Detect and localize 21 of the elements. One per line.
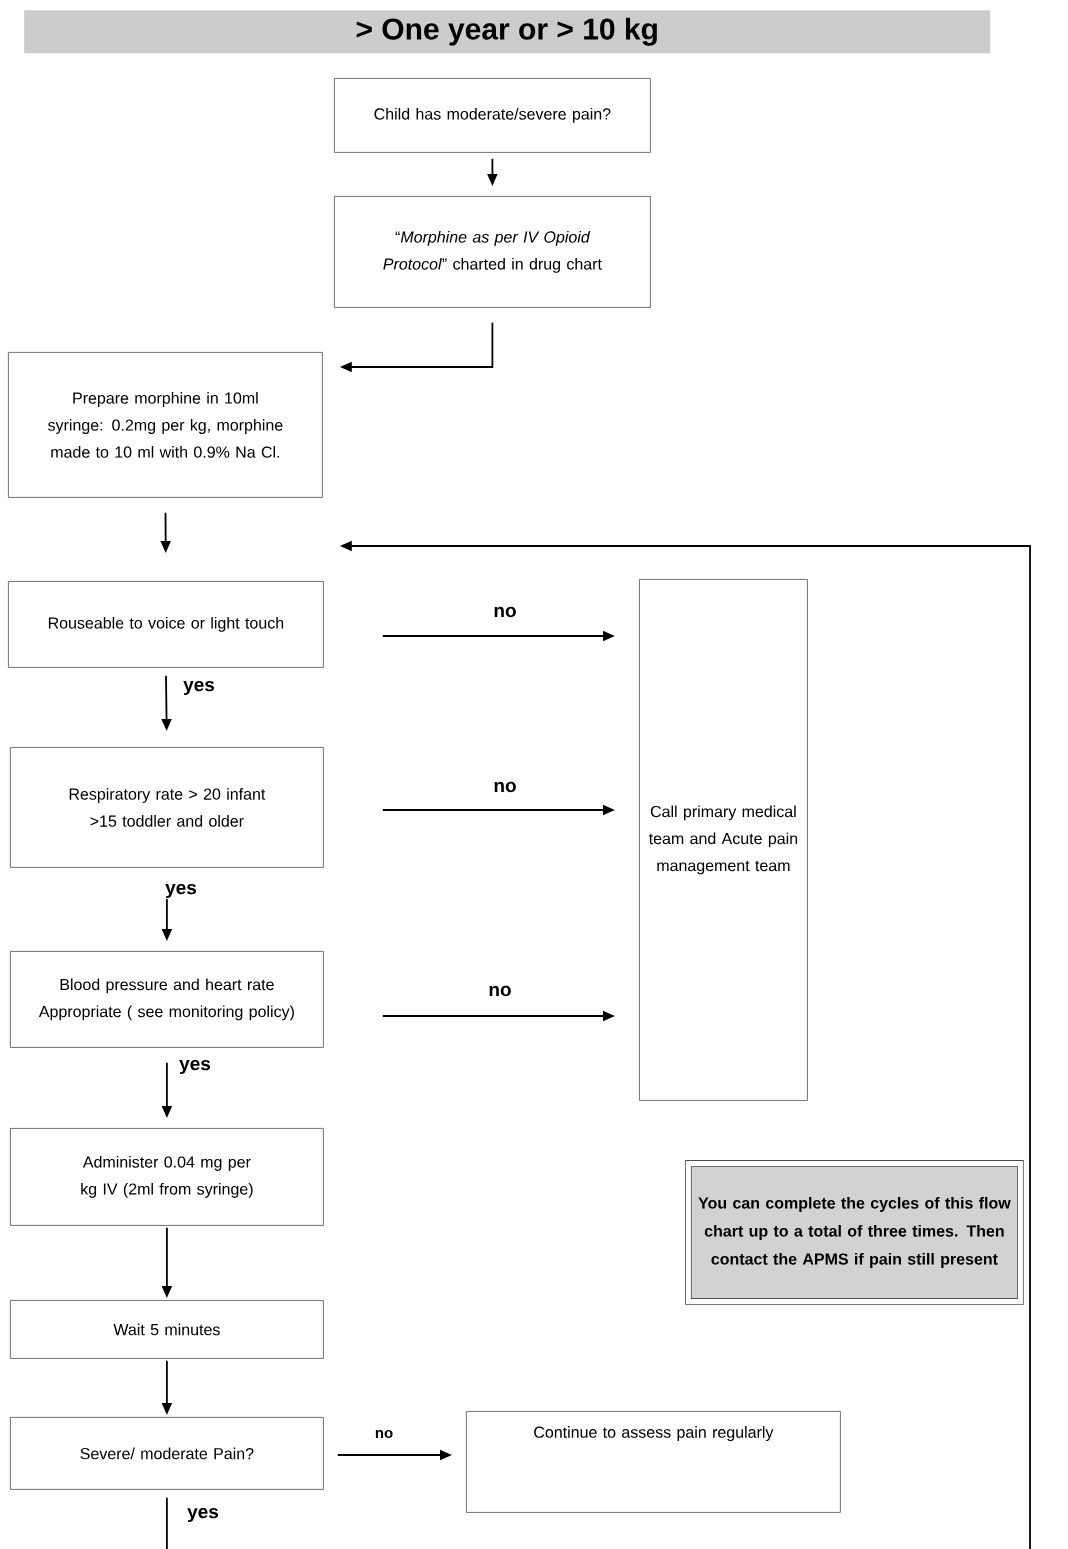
edge-label: no — [373, 1428, 395, 1440]
process-box: Continue to assess pain regularly — [466, 1411, 841, 1513]
process-box: Respiratory rate > 20 infant >15 toddler and older — [10, 747, 324, 868]
note-box: You can complete the cycles of this flow chart up to a total of three times. Then contact the APMS if pain still present — [685, 1160, 1024, 1305]
process-box: Child has moderate/severe pain? — [334, 78, 651, 153]
process-box: Call primary medical team and Acute pain management team — [639, 579, 808, 1101]
edge-label: no — [487, 984, 513, 998]
title-band: > One year or > 10 kg — [24, 10, 991, 54]
process-box: Blood pressure and heart rate Appropriate ( see monitoring policy) — [10, 951, 324, 1048]
edge-label: no — [492, 605, 518, 619]
edge-label: yes — [164, 882, 198, 900]
process-box: Wait 5 minutes — [10, 1300, 324, 1359]
edge-label: yes — [178, 1058, 212, 1076]
edge-label: yes — [182, 679, 216, 697]
process-box: “Morphine as per IV Opioid Protocol” charted in drug chart — [334, 196, 651, 308]
process-box: Rouseable to voice or light touch — [8, 581, 324, 668]
process-box: Severe/ moderate Pain? — [10, 1417, 324, 1490]
edge-label: no — [492, 780, 518, 794]
process-box: Administer 0.04 mg per kg IV (2ml from syringe) — [10, 1128, 324, 1226]
process-box: Prepare morphine in 10ml syringe: 0.2mg per kg, morphine made to 10 ml with 0.9% Na Cl. — [8, 352, 323, 498]
edge-label: yes — [186, 1506, 220, 1524]
